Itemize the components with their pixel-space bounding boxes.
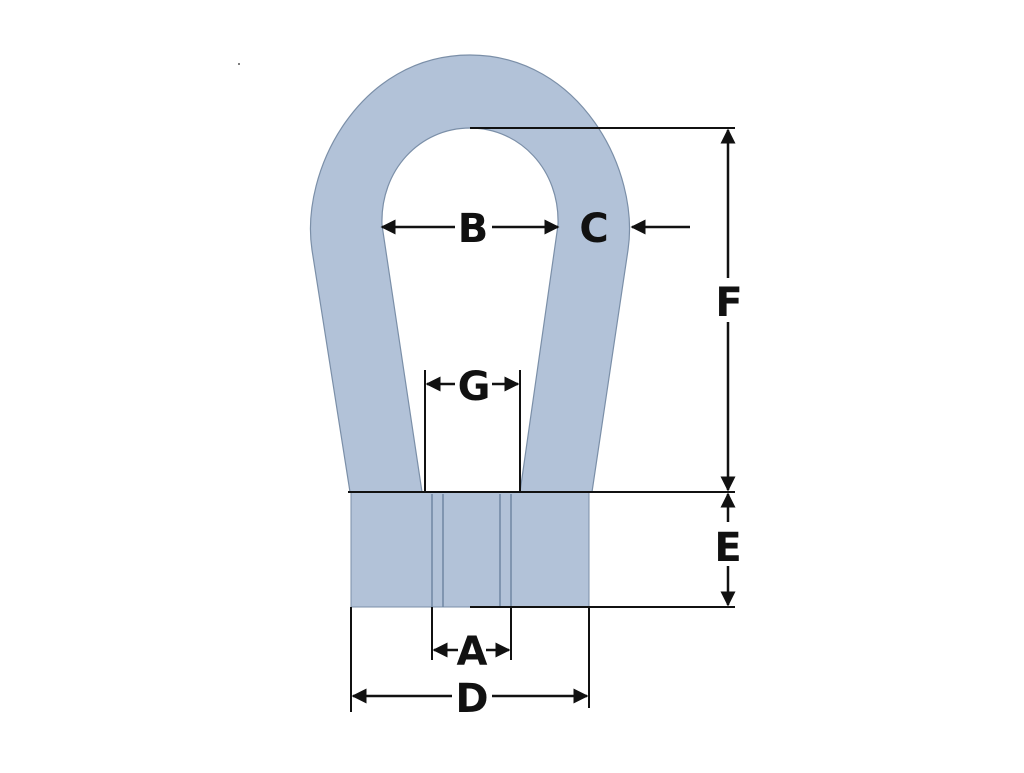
- label-b: B: [458, 206, 489, 252]
- speck: [238, 63, 240, 65]
- label-d: D: [455, 676, 488, 722]
- label-f: F: [715, 280, 742, 326]
- thimble-base: [350, 491, 590, 608]
- label-g: G: [458, 364, 491, 410]
- label-e: E: [714, 525, 741, 571]
- thimble-loop: [310, 54, 630, 493]
- label-c: C: [579, 206, 608, 252]
- label-a: A: [457, 629, 488, 675]
